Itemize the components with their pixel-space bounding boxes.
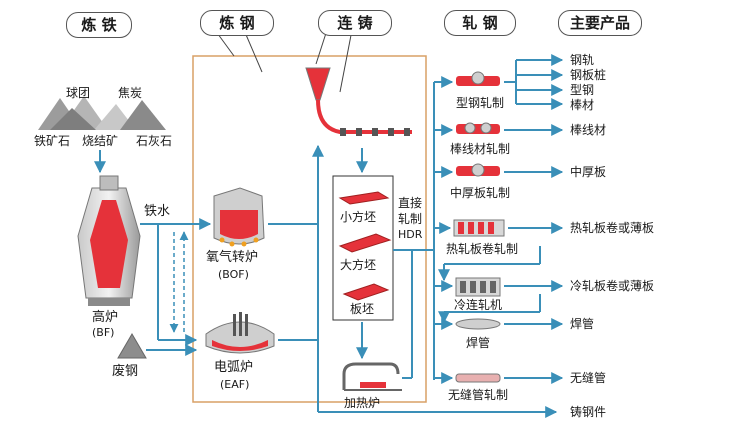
header-steelmaking: 炼 钢 (200, 10, 274, 36)
product-plate: 中厚板 (570, 165, 607, 179)
blast-furnace-graphic (77, 175, 141, 306)
mill-icons (453, 71, 505, 383)
product-section: 型钢 (570, 83, 595, 97)
label-scrap: 废钢 (112, 364, 139, 379)
label-bf-cn: 高炉 (92, 310, 119, 325)
label-pellet: 球团 (66, 86, 91, 100)
product-sheet-pile: 钢板桩 (570, 68, 607, 82)
label-bof-cn: 氧气转炉 (206, 250, 259, 265)
product-cold-coil: 冷轧板卷或薄板 (570, 279, 655, 293)
bof-graphic (213, 187, 265, 247)
steelmaking-casting-frame (192, 55, 427, 403)
caster-graphic (305, 67, 412, 136)
reheat-furnace-graphic (342, 362, 402, 391)
product-hot-coil: 热轧板卷或薄板 (570, 221, 655, 235)
product-wire-rod: 棒线材 (570, 123, 607, 137)
header-casting: 连 铸 (318, 10, 392, 36)
label-direct-1: 直接 (398, 196, 423, 210)
header-ironmaking: 炼 铁 (66, 12, 132, 38)
product-rail: 钢轨 (570, 53, 595, 67)
label-ore: 铁矿石 (34, 134, 71, 148)
label-reheat: 加热炉 (344, 396, 381, 410)
label-hdr: HDR (398, 228, 423, 241)
label-slab: 板坯 (350, 302, 375, 316)
label-eaf-cn: 电弧炉 (214, 360, 254, 375)
product-bar: 棒材 (570, 98, 595, 112)
label-billet: 小方坯 (340, 210, 377, 224)
billet-shapes (338, 191, 392, 301)
label-direct-2: 轧制 (398, 212, 423, 226)
label-hot-metal: 铁水 (144, 204, 171, 219)
raw-material-piles (38, 96, 166, 130)
mill-hot-strip: 热轧板卷轧制 (446, 242, 519, 256)
eaf-graphic (205, 312, 275, 354)
scrap-pile (117, 333, 147, 359)
mill-seamless: 无缝管轧制 (448, 388, 509, 402)
product-welded-pipe: 焊管 (570, 317, 595, 331)
mill-section: 型钢轧制 (456, 96, 505, 110)
header-products: 主要产品 (558, 10, 642, 36)
label-sinter: 烧结矿 (82, 134, 119, 148)
mill-plate: 中厚板轧制 (450, 186, 511, 200)
mill-cold-tandem: 冷连轧机 (454, 298, 503, 312)
mill-welded-pipe: 焊管 (466, 336, 491, 350)
label-lime: 石灰石 (136, 134, 173, 148)
label-eaf-en: (EAF) (220, 378, 250, 391)
casting-pointer-2 (339, 29, 353, 93)
label-coke: 焦炭 (118, 86, 143, 100)
label-bloom: 大方坯 (340, 258, 377, 272)
steelmaking-pointer-2 (243, 29, 263, 73)
product-casting: 铸钢件 (570, 405, 607, 419)
label-bof-en: (BOF) (218, 268, 249, 281)
header-rolling: 轧 钢 (444, 10, 516, 36)
product-seamless: 无缝管 (570, 371, 607, 385)
casting-pointer-1 (315, 29, 328, 65)
label-bf-en: (BF) (92, 326, 115, 339)
mill-bar-wire: 棒线材轧制 (450, 142, 511, 156)
